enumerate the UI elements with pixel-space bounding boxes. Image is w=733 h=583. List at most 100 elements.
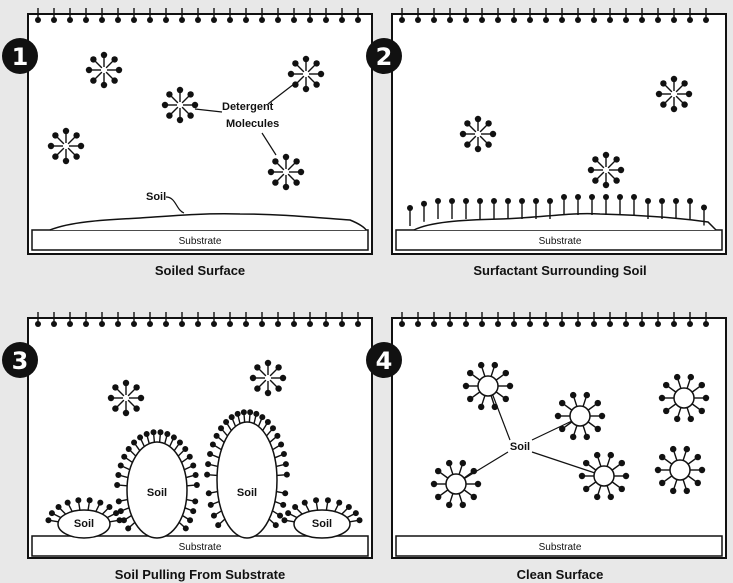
surfactant-molecule <box>614 472 630 480</box>
arrow-to-micelle-d <box>531 451 599 475</box>
soil-filled-micelle <box>554 391 606 441</box>
surfactant-molecule <box>267 168 283 176</box>
surfactant-surface-row <box>35 8 361 23</box>
surfactant-molecule <box>478 361 486 377</box>
surfactant-molecule <box>178 521 189 532</box>
surfactant-molecule <box>594 451 602 467</box>
surfactant-molecule <box>307 60 320 73</box>
surfactant-molecule <box>659 475 673 487</box>
surfactant-molecule <box>122 401 130 417</box>
arrow-to-micelle-c <box>461 451 509 481</box>
surfactant-molecule <box>185 471 199 479</box>
surfactant-molecule <box>100 73 108 89</box>
surfactant-molecule <box>115 471 129 479</box>
soil-layer <box>413 212 717 231</box>
surfactant-molecule <box>265 425 276 437</box>
panel-number: 2 <box>376 43 393 71</box>
substrate-label: Substrate <box>539 542 582 553</box>
surfactant-molecule <box>287 158 300 171</box>
surfactant-molecule <box>686 407 694 423</box>
soil-particle <box>204 409 290 539</box>
surfactant-molecule <box>86 497 93 511</box>
surfactant-molecule <box>169 434 177 447</box>
surfactant-molecule <box>578 472 594 480</box>
surfactant-molecule <box>474 115 482 131</box>
surfactant-molecule <box>85 66 101 74</box>
surfactant-molecule <box>166 106 179 119</box>
surfactant-molecule <box>254 364 267 377</box>
surfactant-molecule <box>264 381 272 397</box>
surfactant-molecule <box>254 379 267 392</box>
surfactant-molecule <box>184 507 197 515</box>
surfactant-surface-row <box>399 312 709 327</box>
surfactant-molecule <box>121 453 133 464</box>
surfactant-molecule <box>274 500 287 508</box>
substrate-label: Substrate <box>539 236 582 247</box>
surfactant-molecule <box>209 441 222 451</box>
surfactant-molecule <box>207 500 220 508</box>
surfactant-molecule <box>659 198 665 219</box>
surfactant-molecule <box>674 407 682 423</box>
surfactant-molecule <box>125 521 136 532</box>
surfactant-molecule <box>582 391 590 407</box>
detergent-micelle <box>85 51 123 89</box>
surfactant-molecule <box>606 451 614 467</box>
surfactant-molecule <box>677 90 693 98</box>
surfactant-molecule <box>474 137 482 153</box>
surfactant-molecule <box>249 374 265 382</box>
surfactant-molecule <box>594 485 602 501</box>
surfactant-molecule <box>52 132 65 145</box>
panel-number: 3 <box>12 347 29 375</box>
surfactant-molecule <box>691 403 705 415</box>
surfactant-molecule <box>479 135 492 148</box>
soil-filled-micelle <box>654 445 706 495</box>
surfactant-molecule <box>575 194 581 215</box>
surfactant-molecule <box>182 514 194 524</box>
surfactant-molecule <box>570 425 578 441</box>
surfactant-molecule <box>592 171 605 184</box>
surfactant-molecule <box>166 91 179 104</box>
surfactant-molecule <box>301 499 310 512</box>
surfactant-molecule <box>463 198 469 219</box>
surfactant-molecule <box>90 71 103 84</box>
soil-label: Soil <box>74 518 94 530</box>
surfactant-molecule <box>682 479 690 495</box>
surfactant-molecule <box>183 101 199 109</box>
surfactant-molecule <box>466 480 482 488</box>
surfactant-molecule <box>435 467 449 479</box>
surfactant-molecule <box>218 425 229 437</box>
surfactant-molecule <box>701 204 707 226</box>
surfactant-molecule <box>285 510 298 519</box>
panel-number-badge <box>366 38 402 74</box>
surfactant-surface-row <box>399 8 709 23</box>
surfactant-molecule <box>213 432 225 443</box>
surfactant-molecule <box>559 421 573 433</box>
surfactant-molecule <box>498 382 514 390</box>
soil-filled-micelle <box>658 373 710 423</box>
surfactant-molecule <box>663 381 677 393</box>
surfactant-molecule <box>609 166 625 174</box>
surfactant-molecule <box>55 504 67 515</box>
surfactant-surface-row <box>35 312 361 327</box>
soil-arrow <box>165 196 185 214</box>
surfactant-molecule <box>223 419 232 431</box>
surfactant-molecule <box>114 481 128 488</box>
surfactant-molecule <box>276 490 289 497</box>
surfactant-molecule <box>435 489 449 501</box>
coated-soil-particles <box>45 409 363 539</box>
detergent-micelle <box>47 127 85 165</box>
surfactant-molecule <box>449 198 455 219</box>
detergent-label-line2: Molecules <box>226 118 279 130</box>
surfactant-molecule <box>459 130 475 138</box>
surfactant-molecule <box>176 86 184 102</box>
surfactant-molecule <box>181 106 194 119</box>
surfactant-molecule <box>687 475 701 487</box>
surfactant-molecule <box>205 461 218 468</box>
surfactant-molecule <box>117 507 130 515</box>
surfactant-molecule <box>607 171 620 184</box>
surfactant-molecule <box>675 95 688 108</box>
detergent-micelle <box>655 75 693 113</box>
surfactant-molecule <box>287 70 303 78</box>
surfactant-molecule <box>120 514 132 524</box>
